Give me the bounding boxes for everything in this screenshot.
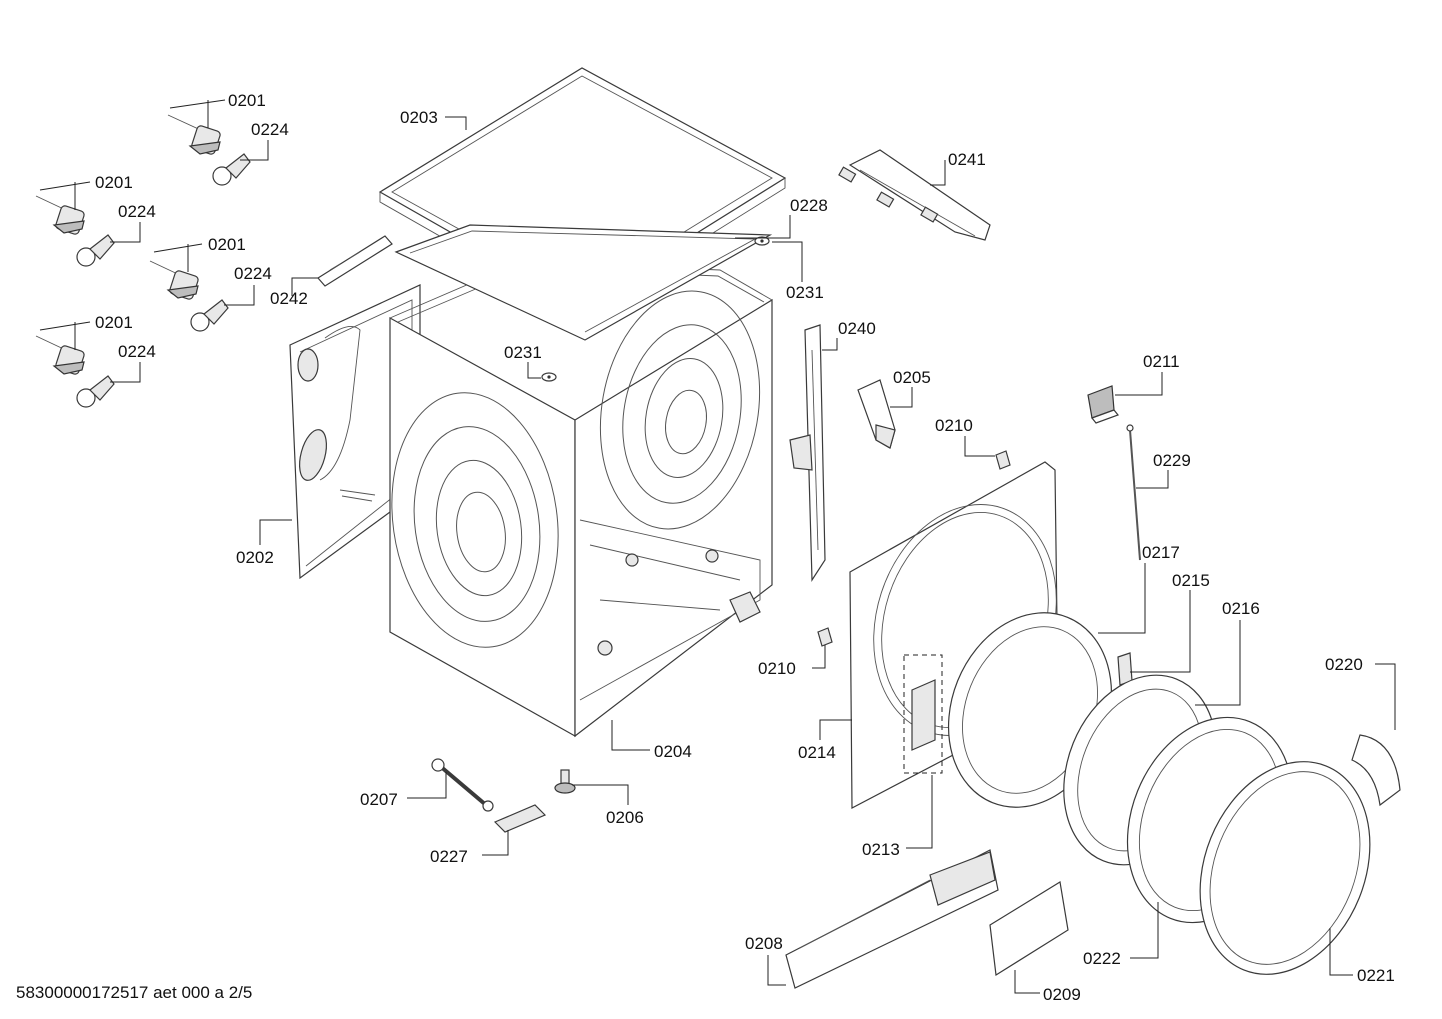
label-0210-lower: 0210 [758, 659, 796, 678]
label-0209: 0209 [1043, 985, 1081, 1004]
side-panel-drawing [289, 284, 421, 580]
label-0208: 0208 [745, 934, 783, 953]
label-0240: 0240 [838, 319, 876, 338]
foot-assembly-2 [35, 195, 115, 267]
control-panel-drawing [785, 849, 999, 989]
label-0241: 0241 [948, 150, 986, 169]
label-0202: 0202 [236, 548, 274, 567]
side-rail-drawing [317, 235, 393, 287]
label-0231-right: 0231 [786, 283, 824, 302]
service-flap-drawing [989, 881, 1069, 977]
leader-lines [39, 99, 1396, 994]
label-0242: 0242 [270, 289, 308, 308]
foot-assembly-1 [167, 114, 251, 186]
label-0224c: 0224 [234, 264, 272, 283]
label-0215: 0215 [1172, 571, 1210, 590]
plug-drawings [541, 236, 770, 382]
part-labels: 0201 0224 0201 0224 0201 0224 0201 0224 … [95, 91, 1395, 1004]
foot-assembly-3 [149, 260, 229, 332]
rear-rail-drawing [838, 149, 991, 241]
front-strut-drawing [789, 324, 826, 582]
label-0224d: 0224 [118, 342, 156, 361]
label-0203: 0203 [400, 108, 438, 127]
label-0229: 0229 [1153, 451, 1191, 470]
door-outer-ring-drawing [1199, 761, 1371, 975]
spanner-drawing [431, 758, 494, 812]
label-0220: 0220 [1325, 655, 1363, 674]
latch-drawing [1117, 652, 1133, 686]
label-0201b: 0201 [95, 173, 133, 192]
label-0222: 0222 [1083, 949, 1121, 968]
shim-drawing [493, 804, 547, 833]
label-0213: 0213 [862, 840, 900, 859]
label-0224b: 0224 [118, 202, 156, 221]
label-0214: 0214 [798, 743, 836, 762]
document-id: 58300000172517 aet 000 a 2/5 [16, 983, 252, 1002]
label-0201c: 0201 [208, 235, 246, 254]
label-0231-center: 0231 [504, 343, 542, 362]
label-0216: 0216 [1222, 599, 1260, 618]
label-0224a: 0224 [251, 120, 289, 139]
label-0221: 0221 [1357, 966, 1395, 985]
foot-assembly-4 [35, 335, 115, 408]
housing-drawing [389, 261, 773, 738]
label-0206: 0206 [606, 808, 644, 827]
insulation-drawing [394, 224, 773, 341]
label-0227: 0227 [430, 847, 468, 866]
bolt-drawing [554, 769, 576, 794]
label-0201a: 0201 [228, 91, 266, 110]
label-0211: 0211 [1143, 352, 1180, 371]
label-0205: 0205 [893, 368, 931, 387]
cable-drawing [1126, 424, 1141, 561]
bracket-drawing [857, 379, 896, 449]
clip-drawings [817, 450, 1011, 647]
label-0210-top: 0210 [935, 416, 973, 435]
label-0228: 0228 [790, 196, 828, 215]
label-0204: 0204 [654, 742, 692, 761]
handle-cover-drawing [1351, 734, 1401, 807]
label-0201d: 0201 [95, 313, 133, 332]
interlock-drawing [1087, 385, 1119, 424]
label-0217: 0217 [1142, 543, 1180, 562]
label-0207: 0207 [360, 790, 398, 809]
